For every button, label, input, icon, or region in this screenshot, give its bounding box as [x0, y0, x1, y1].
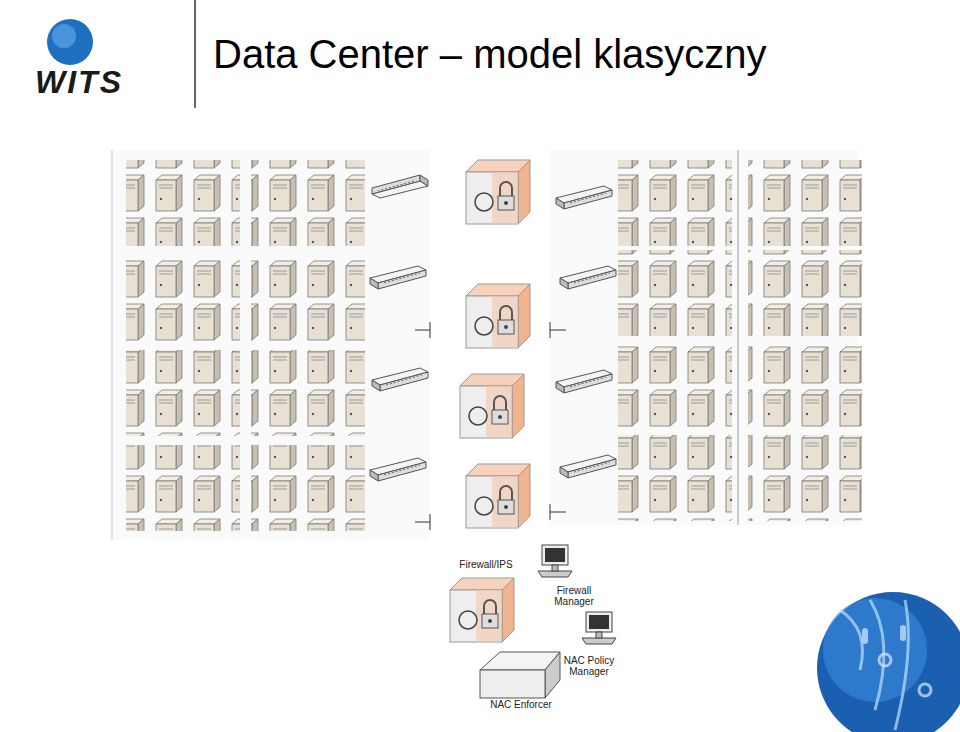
logo-text: WITS	[4, 64, 154, 101]
device-label: NAC Enforcer	[476, 699, 566, 710]
device-label: Firewall/IPS	[446, 559, 526, 570]
device-label: NAC Policy Manager	[558, 655, 620, 677]
device-label: Firewall Manager	[550, 585, 598, 607]
slide-title: Data Center – model klasyczny	[213, 32, 767, 76]
